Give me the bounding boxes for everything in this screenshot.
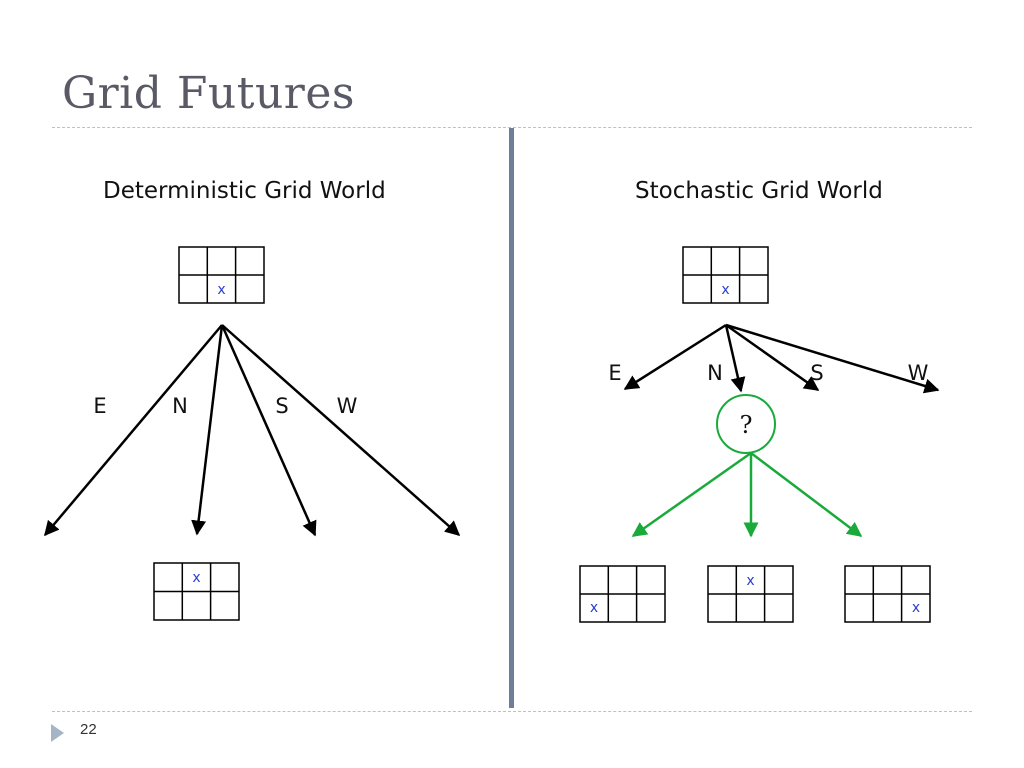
det-result-agent-mark: x [192,570,200,586]
outcome-center-agent-mark: x [746,573,754,589]
center-divider [509,128,514,708]
stoch-start-agent-mark: x [721,282,729,298]
stochastic-heading: Stochastic Grid World [635,178,883,204]
det-arrow-s [220,324,317,537]
det-start-agent-mark: x [217,282,225,298]
outcome-grid-right [844,565,931,623]
outcome-arrow-right [750,452,863,537]
triangle-bullet-icon [51,724,64,742]
det-result-grid [153,562,240,621]
stoch-outcome-arrows [631,451,863,538]
det-label-e: E [93,394,106,418]
outcome-right-agent-mark: x [912,600,920,616]
stoch-label-s: S [810,361,823,385]
det-arrow-n [191,324,224,536]
stoch-arrow-w [725,323,940,394]
slide-title: Grid Futures [62,68,355,119]
chance-node-label: ? [740,411,753,439]
det-label-s: S [275,394,288,418]
outcome-left-agent-mark: x [590,600,598,616]
outcome-arrow-left [631,451,752,538]
stoch-arrow-n [724,324,746,393]
det-label-w: W [337,394,358,418]
det-start-grid [178,246,265,304]
stoch-label-n: N [707,361,723,385]
det-arrow-e [44,324,223,537]
det-label-n: N [172,394,188,418]
footer-rule [52,711,972,712]
outcome-grid-left [579,565,666,623]
stoch-arrow-e [623,323,727,391]
det-action-arrows [44,324,461,537]
deterministic-heading: Deterministic Grid World [103,178,386,204]
stoch-start-grid [682,246,769,304]
chance-node [716,394,776,454]
stoch-action-arrows [623,323,940,394]
outcome-grid-center [707,565,794,623]
stoch-label-w: W [908,361,929,385]
stoch-arrow-s [725,323,820,392]
det-arrow-w [221,324,461,536]
page-number: 22 [80,721,97,738]
title-rule [52,127,972,128]
stoch-label-e: E [608,361,621,385]
